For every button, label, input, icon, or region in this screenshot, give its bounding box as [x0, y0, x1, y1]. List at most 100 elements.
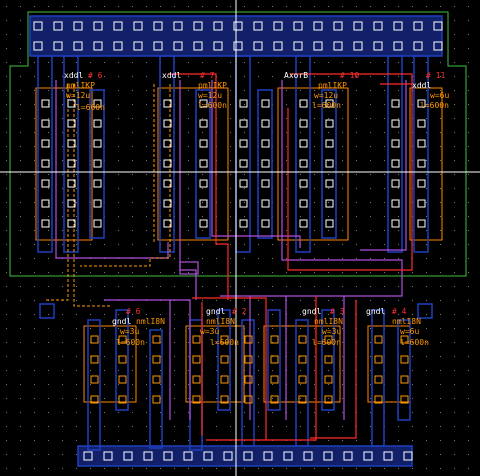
grid-dot: [426, 174, 427, 175]
grid-dot: [188, 118, 189, 119]
grid-dot: [6, 76, 7, 77]
grid-dot: [454, 258, 455, 259]
nmos-2-length: l=600n: [210, 338, 239, 347]
grid-dot: [468, 160, 469, 161]
vdd-contact: [413, 21, 423, 31]
grid-dot: [188, 188, 189, 189]
grid-dot: [412, 314, 413, 315]
grid-dot: [384, 174, 385, 175]
grid-dot: [440, 62, 441, 63]
grid-dot: [356, 244, 357, 245]
poly-gates[interactable]: [39, 80, 433, 420]
vdd-contact: [33, 21, 43, 31]
pmos-contact: [239, 99, 248, 108]
grid-dot: [132, 286, 133, 287]
grid-dot: [48, 370, 49, 371]
grid-dot: [244, 90, 245, 91]
grid-dot: [244, 258, 245, 259]
pmos-contact: [41, 179, 50, 188]
grid-dot: [272, 300, 273, 301]
grid-dot: [160, 286, 161, 287]
grid-dot: [342, 62, 343, 63]
metal1-pmos-straps[interactable]: [37, 55, 429, 253]
pmos-contact: [391, 179, 400, 188]
pmos-contact: [417, 99, 426, 108]
grid-dot: [440, 384, 441, 385]
gnd-contact: [183, 451, 193, 461]
grid-dot: [76, 104, 77, 105]
grid-dot: [272, 258, 273, 259]
grid-dot: [20, 328, 21, 329]
grid-dot: [62, 244, 63, 245]
grid-dot: [314, 244, 315, 245]
grid-dot: [146, 328, 147, 329]
grid-dot: [440, 426, 441, 427]
grid-dot: [216, 300, 217, 301]
grid-dot: [454, 48, 455, 49]
nmos-device-4-label: gndl # 4 nmlI8N w=6u l=600n: [366, 307, 429, 347]
grid-dot: [468, 118, 469, 119]
pmos-contact: [391, 219, 400, 228]
gnd-contact: [103, 451, 113, 461]
gnd-contact: [123, 451, 133, 461]
vdd-contact: [353, 21, 363, 31]
grid-dot: [370, 370, 371, 371]
grid-dot: [454, 384, 455, 385]
grid-dot: [342, 412, 343, 413]
grid-dot: [34, 230, 35, 231]
pmos-contact: [299, 99, 308, 108]
grid-dot: [314, 174, 315, 175]
grid-dot: [454, 314, 455, 315]
grid-dot: [160, 412, 161, 413]
grid-dot: [6, 314, 7, 315]
grid-dot: [62, 76, 63, 77]
grid-dot: [356, 286, 357, 287]
grid-dot: [440, 6, 441, 7]
grid-dot: [104, 328, 105, 329]
grid-dot: [398, 62, 399, 63]
grid-dot: [188, 216, 189, 217]
grid-dot: [76, 440, 77, 441]
grid-dot: [272, 6, 273, 7]
nmos-1-num: # 6: [126, 307, 141, 316]
pmos-contact: [239, 199, 248, 208]
grid-dot: [384, 104, 385, 105]
pmos-contact: [391, 139, 400, 148]
nmos-active-1: [83, 325, 137, 403]
nmos-contact: [152, 395, 161, 404]
grid-dot: [342, 370, 343, 371]
grid-dot: [132, 76, 133, 77]
grid-dot: [90, 286, 91, 287]
grid-dot: [76, 230, 77, 231]
grid-dot: [328, 62, 329, 63]
grid-dot: [286, 188, 287, 189]
grid-dot: [286, 174, 287, 175]
grid-dot: [62, 160, 63, 161]
grid-dot: [146, 468, 147, 469]
grid-dot: [356, 202, 357, 203]
metal2-routing[interactable]: [168, 73, 413, 441]
grid-dot: [440, 342, 441, 343]
grid-dot: [20, 384, 21, 385]
grid-dot: [412, 328, 413, 329]
nmos-device-3-label: gndl # 3 nmlI8N w=3u l=600n: [302, 307, 345, 347]
pmos-contact: [163, 119, 172, 128]
grid-dot: [398, 286, 399, 287]
grid-dot: [62, 398, 63, 399]
grid-dot: [76, 328, 77, 329]
grid-dot: [48, 440, 49, 441]
gnd-rail[interactable]: [77, 445, 413, 467]
grid-dot: [132, 174, 133, 175]
grid-dot: [132, 244, 133, 245]
grid-dot: [188, 370, 189, 371]
nmos-contact: [152, 355, 161, 364]
grid-dot: [300, 6, 301, 7]
nmos-contact: [324, 355, 333, 364]
grid-dot: [258, 272, 259, 273]
grid-dot: [412, 300, 413, 301]
grid-dot: [398, 244, 399, 245]
grid-dot: [132, 216, 133, 217]
